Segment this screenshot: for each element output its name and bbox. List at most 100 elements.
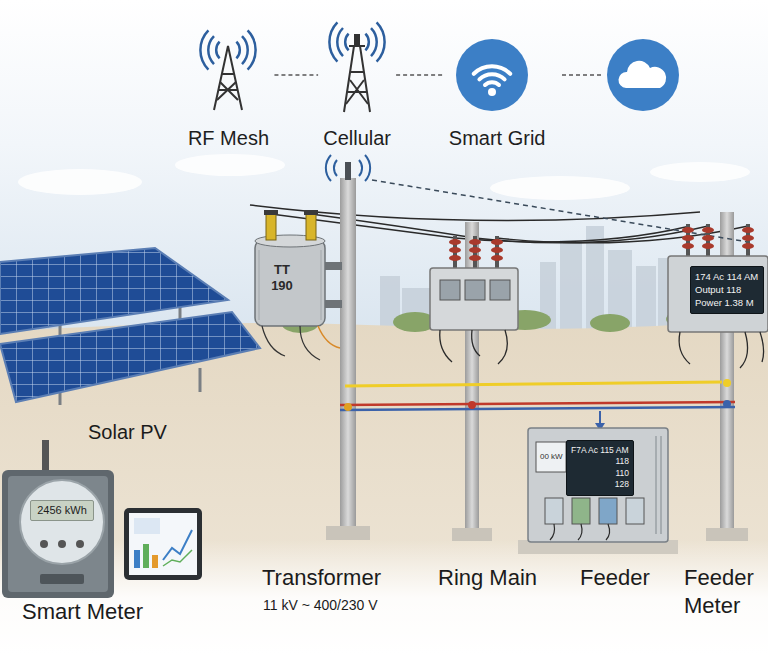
feeder-meter-unit <box>742 224 754 256</box>
ring-main-unit <box>472 330 480 356</box>
city-skyline <box>560 240 582 332</box>
ground-cables <box>723 400 731 408</box>
smart-grid-icon <box>479 74 504 79</box>
network-label: RF Mesh <box>187 126 269 150</box>
ring-main-unit <box>440 280 460 300</box>
rf-mesh-icon <box>200 30 255 110</box>
ground-cables <box>345 382 722 386</box>
solar-panels <box>0 312 260 402</box>
cellular-icon <box>365 34 368 51</box>
feeder-cabinet <box>550 524 610 540</box>
transformer <box>306 214 316 240</box>
display-text: 110 <box>571 468 629 479</box>
feeder-cabinet <box>536 442 566 472</box>
feeder-display: F7A Ac 115 AM118110128 <box>566 440 634 496</box>
clouds <box>175 154 285 176</box>
feeder-cabinet <box>626 498 644 524</box>
ground-cables <box>340 407 735 410</box>
transformer <box>325 262 342 270</box>
smart-meter <box>42 440 49 472</box>
network-label: Smart Grid <box>449 126 546 150</box>
tablet <box>134 550 140 568</box>
display-text: Power 1.38 M <box>695 297 759 310</box>
display-text: 2456 kWh <box>35 504 89 517</box>
ring-main-unit <box>430 236 518 364</box>
pole-antenna <box>326 155 331 181</box>
smart-grid-icon <box>456 39 528 111</box>
smart-grid-icon <box>474 66 510 85</box>
ring-main-unit <box>440 330 452 362</box>
poles <box>326 178 748 541</box>
tablet <box>163 550 192 566</box>
rf-mesh-icon <box>208 36 214 64</box>
display-text: 128 <box>571 479 629 490</box>
ground-cables <box>340 402 735 405</box>
feeder-meter-unit <box>702 224 714 256</box>
poles <box>452 528 492 541</box>
display-text: F7A Ac 115 AM <box>571 445 629 456</box>
transformer-plate: TT 190 <box>263 262 301 293</box>
ring-main-unit <box>490 280 510 300</box>
ring-main-unit <box>491 236 503 268</box>
ground-cables <box>468 401 476 409</box>
cellular-icon <box>344 46 370 112</box>
overhead-wires <box>271 214 455 238</box>
transformer <box>255 240 325 326</box>
network-node: Cellular <box>319 38 395 152</box>
panel-legs <box>199 368 202 392</box>
ground-cables <box>344 403 352 411</box>
cellular-icon <box>354 34 360 46</box>
cellular-icon <box>337 28 343 56</box>
component-caption: Solar PV <box>88 420 167 445</box>
cellular-icon <box>377 22 385 61</box>
comm-link <box>372 180 748 242</box>
feeder-cabinet <box>528 428 668 542</box>
display-text: Output 118 <box>695 284 759 297</box>
ring-main-unit <box>498 330 507 364</box>
component-caption: Ring Main <box>438 564 537 592</box>
feeder-cabinet <box>656 436 661 534</box>
feeder-meter-unit <box>760 332 764 362</box>
cloud-icon <box>607 39 679 111</box>
rf-mesh-icon <box>242 36 248 64</box>
screen-reading: 00 kW <box>540 452 563 462</box>
tablet <box>152 555 158 568</box>
ground-cables <box>340 379 735 431</box>
feeder-cabinet <box>660 436 662 534</box>
feeder-meter-unit <box>679 332 763 368</box>
feeder-cabinet <box>599 498 617 524</box>
feeder-meter-unit <box>668 256 768 332</box>
feeder-meter-unit <box>668 224 768 368</box>
feeder-cabinet <box>655 436 657 534</box>
display-text: 174 Ac 114 AM <box>695 271 759 284</box>
component-caption: Feeder <box>580 564 650 592</box>
cellular-icon <box>329 22 337 61</box>
smart-meter <box>2 470 114 598</box>
transformer <box>321 250 322 320</box>
smart-grid-icon <box>474 66 510 73</box>
network-label: Cellular <box>323 126 391 150</box>
city-skyline <box>636 266 656 332</box>
tablet <box>163 530 192 560</box>
ground-cables <box>723 379 731 387</box>
component-caption: Smart Meter <box>22 598 143 626</box>
pole-antenna <box>326 155 370 181</box>
network-node: RF Mesh <box>183 38 273 152</box>
poles <box>326 526 370 540</box>
display-text: TT 190 <box>263 262 301 293</box>
cellular-icon <box>344 46 370 112</box>
clouds <box>650 162 750 182</box>
pole-antenna <box>345 162 351 180</box>
feeder-cabinet <box>545 498 563 524</box>
rf-mesh-icon <box>236 42 239 59</box>
meter-lcd: 2456 kWh <box>30 500 94 521</box>
smart-grid-icon <box>456 39 528 111</box>
feeder-cabinet <box>518 428 678 554</box>
transformer <box>259 250 260 320</box>
ground-cables <box>599 411 601 424</box>
smart-meter <box>40 574 84 584</box>
cloud-icon <box>618 61 666 88</box>
overhead-wires <box>250 205 700 221</box>
cellular-icon <box>346 72 368 104</box>
ring-main-unit <box>449 236 461 268</box>
